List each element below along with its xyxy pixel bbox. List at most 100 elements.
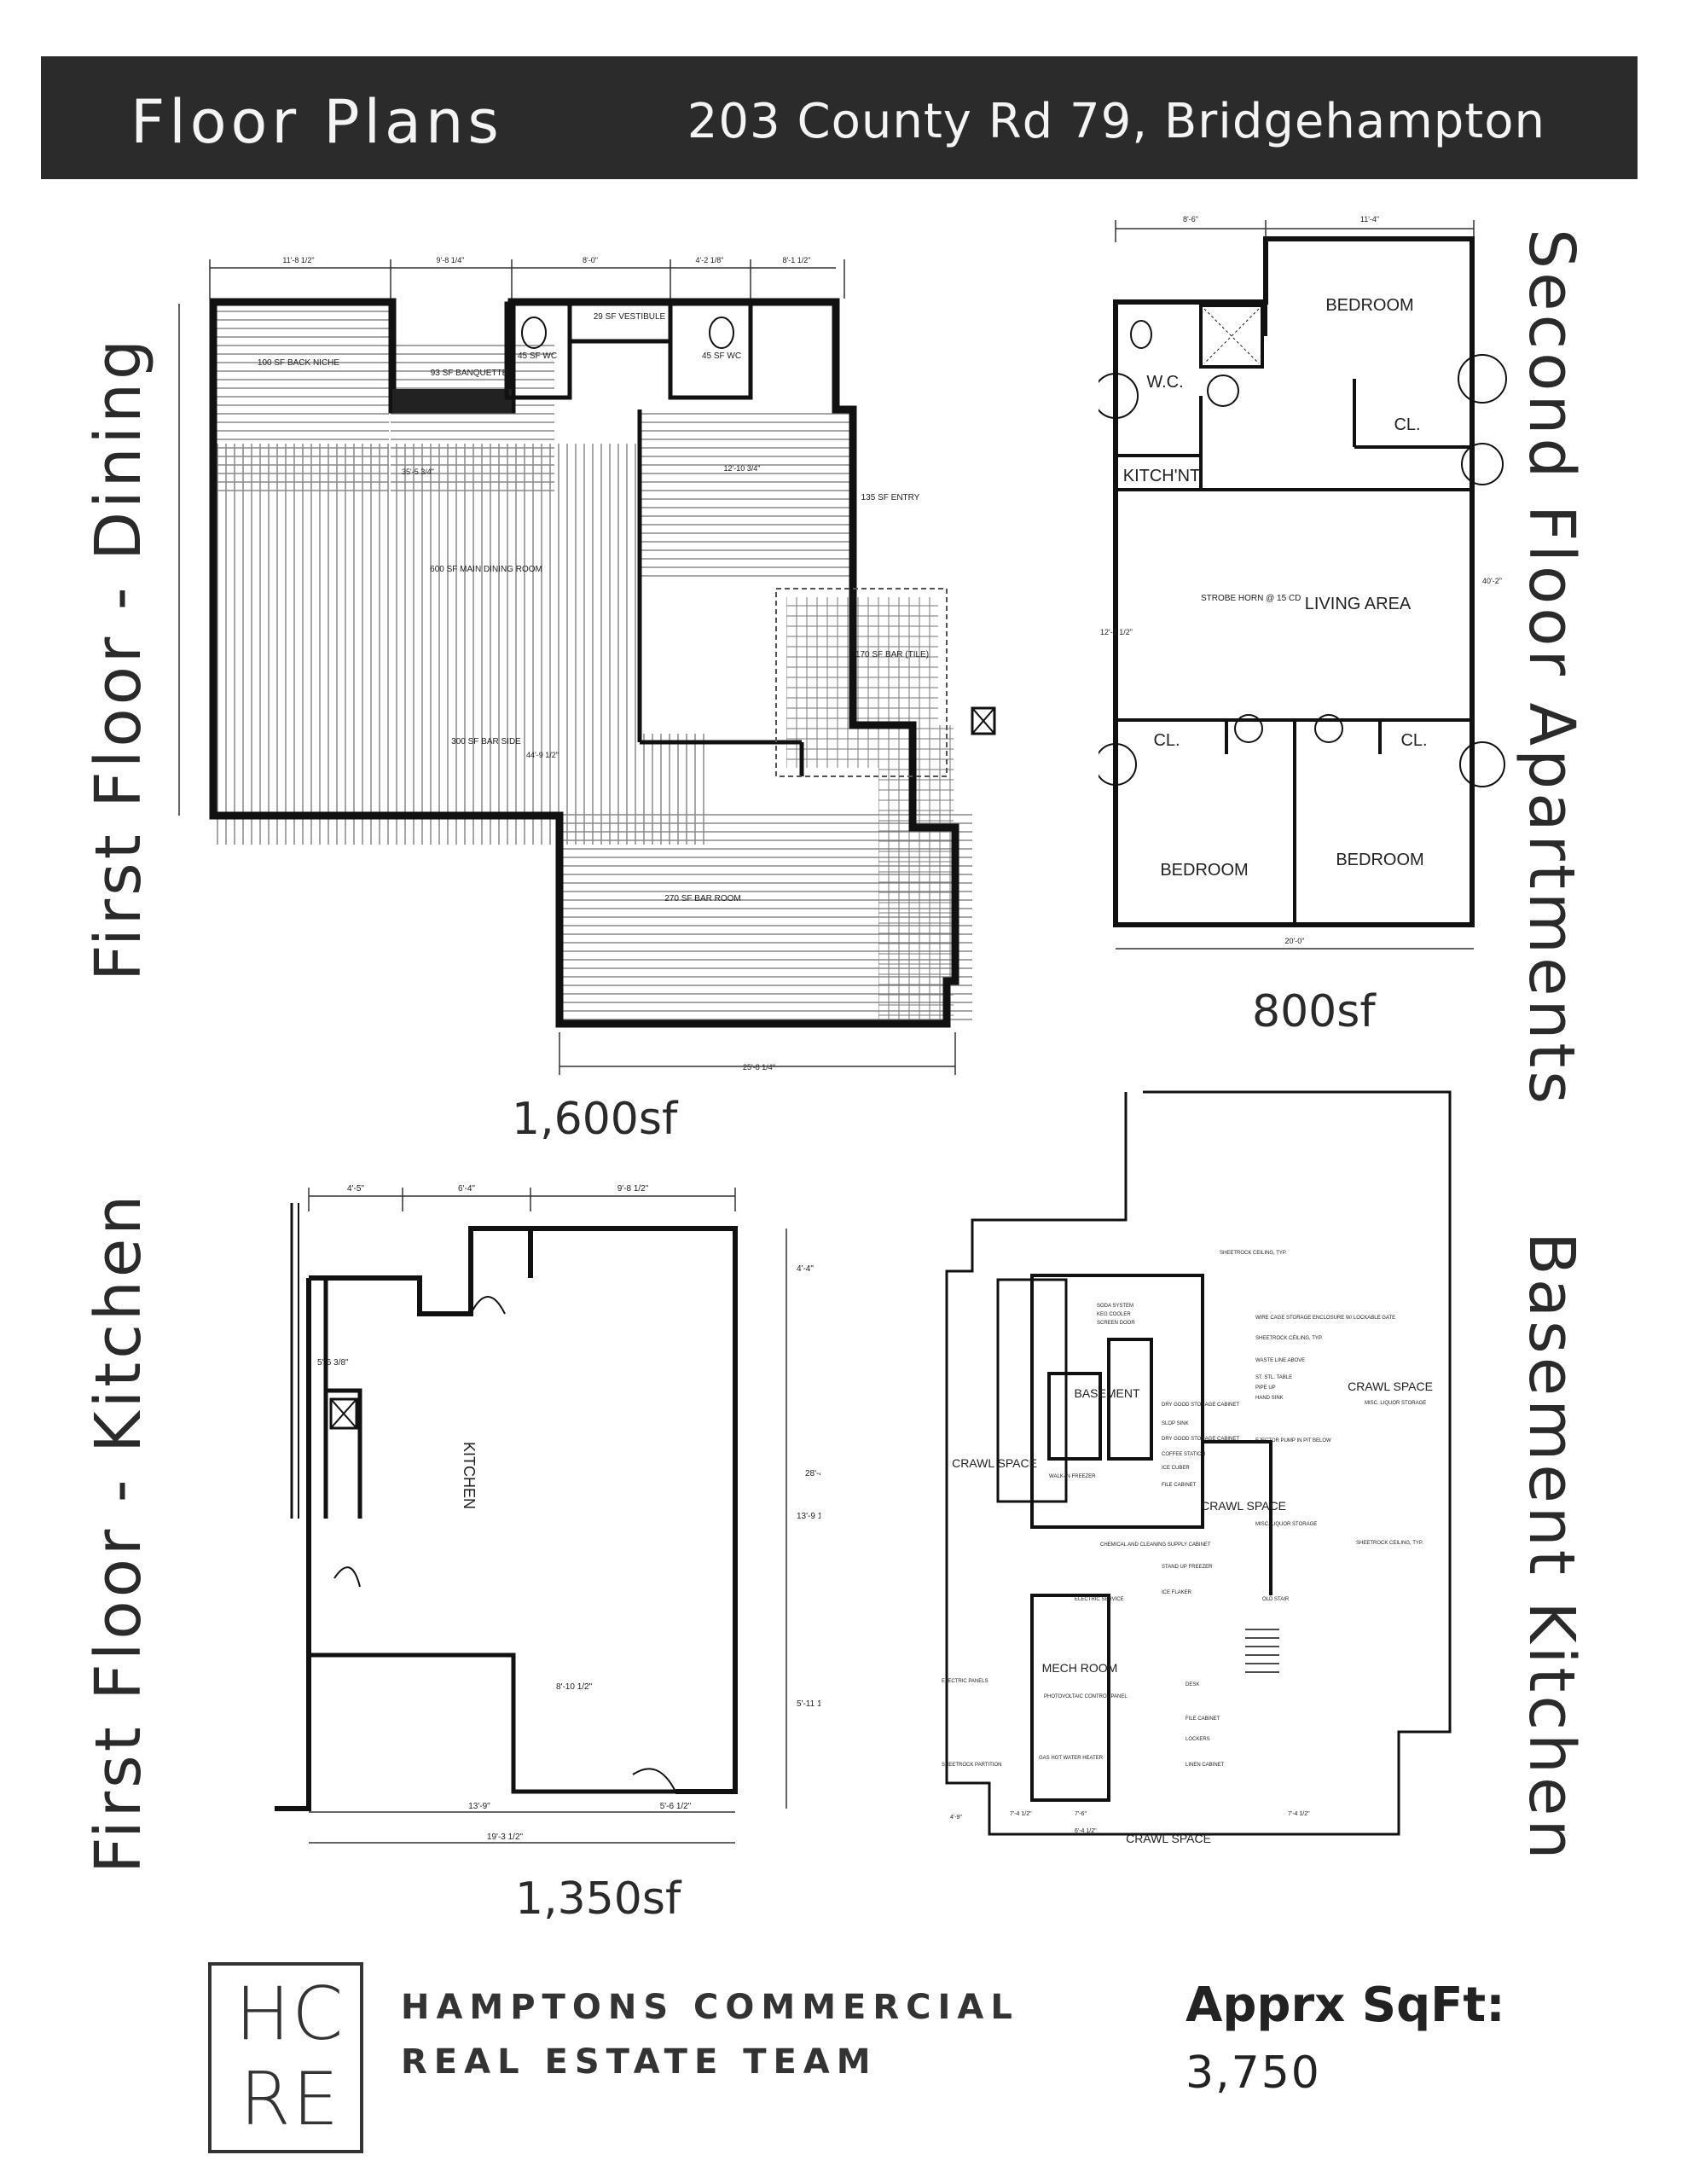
svg-text:FILE CABINET: FILE CABINET	[1162, 1483, 1197, 1488]
svg-text:7'-6": 7'-6"	[1075, 1811, 1087, 1817]
svg-text:LOCKERS: LOCKERS	[1186, 1737, 1210, 1742]
svg-text:SHEETROCK CEILING, TYP.: SHEETROCK CEILING, TYP.	[1220, 1251, 1287, 1256]
room-bar: 170 SF BAR (TILE)	[855, 650, 929, 659]
svg-text:ICE FLAKER: ICE FLAKER	[1162, 1590, 1192, 1595]
svg-text:WASTE LINE ABOVE: WASTE LINE ABOVE	[1255, 1358, 1305, 1363]
company-name-line1: HAMPTONS COMMERCIAL	[401, 1988, 1019, 2027]
svg-text:4'-9": 4'-9"	[950, 1815, 962, 1821]
room-main-dining: 600 SF MAIN DINING ROOM	[430, 565, 542, 574]
svg-text:25'-8 1/4": 25'-8 1/4"	[743, 1063, 775, 1072]
svg-text:LINEN CABINET: LINEN CABINET	[1186, 1763, 1225, 1768]
room-crawl-space-bottom: CRAWL SPACE	[1126, 1832, 1211, 1845]
svg-text:ST. STL. TABLE: ST. STL. TABLE	[1255, 1375, 1292, 1380]
floor-plan-apartments: 8'-6" 11'-4" 20'-0"	[1099, 208, 1525, 959]
svg-text:5'-11 1/2": 5'-11 1/2"	[797, 1699, 820, 1709]
header-banner: Floor Plans 203 County Rd 79, Bridgehamp…	[41, 56, 1638, 179]
label-first-floor-dining: First Floor - Dining	[82, 336, 155, 981]
svg-text:7'-4 1/2": 7'-4 1/2"	[1288, 1811, 1310, 1817]
svg-text:ELECTRIC PANELS: ELECTRIC PANELS	[942, 1679, 988, 1684]
page-title: Floor Plans	[130, 87, 503, 157]
svg-text:OLD STAIR: OLD STAIR	[1262, 1597, 1290, 1602]
room-banquette: 93 SF BANQUETTE	[431, 369, 508, 378]
room-closet-left: CL.	[1153, 731, 1180, 750]
svg-text:WIRE CAGE STORAGE ENCLOSURE W/: WIRE CAGE STORAGE ENCLOSURE W/ LOCKABLE …	[1255, 1316, 1395, 1321]
svg-text:12'-10 3/4": 12'-10 3/4"	[724, 464, 761, 473]
svg-text:20'-0": 20'-0"	[1285, 937, 1305, 945]
svg-text:13'-9 1/2": 13'-9 1/2"	[797, 1512, 820, 1521]
svg-text:SHEETROCK CEILING, TYP.: SHEETROCK CEILING, TYP.	[1255, 1336, 1323, 1341]
kitchen-plan-drawing: 4'-5" 6'-4" 9'-8 1/2" 13'-9" 5'-6 1/2" 1…	[275, 1184, 820, 1844]
room-crawl-space-center: CRAWL SPACE	[1201, 1499, 1286, 1513]
svg-text:DRY GOOD STORAGE CABINET: DRY GOOD STORAGE CABINET	[1162, 1403, 1239, 1408]
room-closet-right: CL.	[1400, 731, 1427, 750]
company-name-line2: REAL ESTATE TEAM	[401, 2042, 878, 2082]
svg-text:4'-2 1/8": 4'-2 1/8"	[696, 256, 724, 264]
room-bedroom-left: BEDROOM	[1160, 861, 1248, 880]
svg-text:40'-2": 40'-2"	[1482, 577, 1502, 585]
svg-text:8'-10 1/2": 8'-10 1/2"	[556, 1682, 593, 1692]
svg-text:FILE CABINET: FILE CABINET	[1186, 1716, 1220, 1722]
floor-plan-kitchen: 4'-5" 6'-4" 9'-8 1/2" 13'-9" 5'-6 1/2" 1…	[275, 1177, 820, 1860]
svg-text:WALK-IN FREEZER: WALK-IN FREEZER	[1049, 1474, 1096, 1479]
svg-text:4'-5": 4'-5"	[347, 1184, 364, 1194]
room-closet-top: CL.	[1394, 415, 1420, 434]
svg-text:13'-9": 13'-9"	[468, 1802, 490, 1811]
svg-text:8'-6": 8'-6"	[1183, 215, 1198, 224]
svg-text:6'-4": 6'-4"	[458, 1184, 475, 1194]
label-second-floor-apartments: Second Floor Apartments	[1515, 229, 1588, 1107]
svg-text:MISC. LIQUOR STORAGE: MISC. LIQUOR STORAGE	[1365, 1401, 1426, 1406]
room-crawl-space-left: CRAWL SPACE	[952, 1456, 1037, 1470]
svg-text:PHOTOVOLTAIC CONTROL PANEL: PHOTOVOLTAIC CONTROL PANEL	[1044, 1694, 1128, 1699]
svg-text:COFFEE STATION: COFFEE STATION	[1162, 1452, 1205, 1457]
room-vestibule: 29 SF VESTIBULE	[594, 312, 666, 322]
svg-text:11'-4": 11'-4"	[1360, 215, 1379, 224]
svg-text:19'-3 1/2": 19'-3 1/2"	[487, 1833, 524, 1842]
svg-text:GAS HOT WATER HEATER: GAS HOT WATER HEATER	[1039, 1756, 1104, 1761]
svg-text:DRY GOOD STORAGE CABINET: DRY GOOD STORAGE CABINET	[1162, 1437, 1239, 1442]
room-kitchen: KITCHEN	[461, 1442, 478, 1509]
svg-text:DESK: DESK	[1186, 1682, 1199, 1687]
svg-text:11'-8 1/2": 11'-8 1/2"	[282, 256, 314, 264]
approx-sqft-label: Apprx SqFt:	[1186, 1978, 1505, 2033]
room-back-niche: 100 SF BACK NICHE	[258, 358, 339, 368]
room-bedroom-right: BEDROOM	[1336, 851, 1423, 869]
svg-text:8'-1 1/2": 8'-1 1/2"	[783, 256, 811, 264]
svg-text:STAND UP FREEZER: STAND UP FREEZER	[1162, 1565, 1213, 1570]
svg-text:HAND SINK: HAND SINK	[1255, 1396, 1284, 1401]
floor-plan-basement: BASEMENT CRAWL SPACE CRAWL SPACE CRAWL S…	[938, 1083, 1467, 1894]
svg-text:5'-6 1/2": 5'-6 1/2"	[660, 1802, 692, 1811]
room-kitchenette: KITCH'NT	[1123, 467, 1200, 485]
label-first-floor-kitchen: First Floor - Kitchen	[82, 1191, 155, 1873]
svg-text:7'-4 1/2": 7'-4 1/2"	[1010, 1811, 1032, 1817]
hcre-logo: HC RE	[208, 1962, 363, 2153]
room-crawl-space-right: CRAWL SPACE	[1348, 1380, 1433, 1393]
sqft-apartments: 800sf	[1252, 986, 1376, 1037]
approx-sqft-value: 3,750	[1186, 2048, 1321, 2099]
floor-plan-dining: 100 SF BACK NICHE 93 SF BANQUETTE 45 SF …	[162, 247, 1032, 1083]
svg-text:4'-4": 4'-4"	[797, 1264, 814, 1274]
basement-plan-drawing: BASEMENT CRAWL SPACE CRAWL SPACE CRAWL S…	[942, 1090, 1452, 1845]
svg-text:SODA SYSTEM: SODA SYSTEM	[1097, 1304, 1133, 1309]
room-wc: W.C.	[1146, 373, 1183, 392]
svg-text:CHEMICAL AND CLEANING SUPPLY C: CHEMICAL AND CLEANING SUPPLY CABINET	[1100, 1542, 1211, 1548]
label-basement-kitchen: Basement Kitchen	[1515, 1232, 1588, 1863]
room-mech: MECH ROOM	[1042, 1661, 1118, 1675]
svg-text:28'-4": 28'-4"	[805, 1469, 820, 1478]
sqft-kitchen: 1,350sf	[515, 1873, 681, 1925]
svg-text:MISC. LIQUOR STORAGE: MISC. LIQUOR STORAGE	[1255, 1522, 1317, 1527]
sqft-dining: 1,600sf	[512, 1094, 678, 1145]
svg-text:SHEETROCK PARTITION: SHEETROCK PARTITION	[942, 1763, 1001, 1768]
room-bar-room: 270 SF BAR ROOM	[664, 894, 740, 903]
svg-text:12'-2 1/2": 12'-2 1/2"	[1100, 628, 1133, 636]
svg-text:35'-5 3/4": 35'-5 3/4"	[402, 468, 434, 476]
svg-text:KEG COOLER: KEG COOLER	[1097, 1312, 1131, 1317]
svg-text:8'-0": 8'-0"	[583, 256, 598, 264]
svg-text:44'-9 1/2": 44'-9 1/2"	[526, 751, 559, 759]
note-strobe-horn: STROBE HORN @ 15 CD	[1201, 594, 1301, 603]
svg-text:SLOP SINK: SLOP SINK	[1162, 1421, 1189, 1426]
svg-text:5'-6 3/8": 5'-6 3/8"	[317, 1358, 349, 1368]
svg-text:9'-8 1/4": 9'-8 1/4"	[437, 256, 465, 264]
room-basement: BASEMENT	[1074, 1386, 1139, 1400]
property-address: 203 County Rd 79, Bridgehampton	[687, 94, 1545, 149]
svg-text:ICE CUBER: ICE CUBER	[1162, 1466, 1190, 1471]
